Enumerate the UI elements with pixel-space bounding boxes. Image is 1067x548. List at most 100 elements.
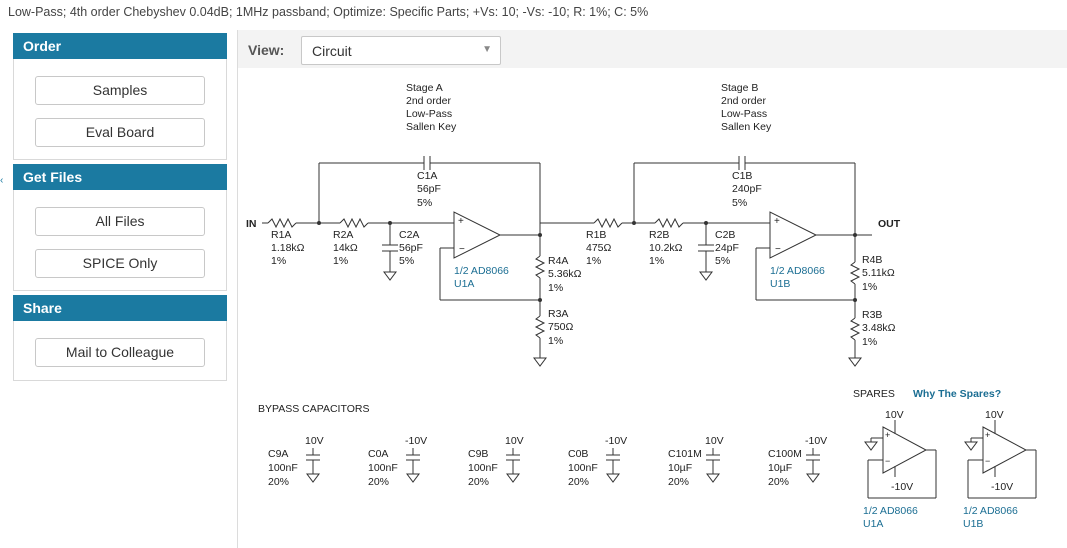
- svg-text:1%: 1%: [862, 336, 877, 348]
- svg-text:Low-Pass: Low-Pass: [406, 108, 452, 120]
- svg-text:1.18kΩ: 1.18kΩ: [271, 242, 305, 254]
- resistor-r2a: [339, 217, 369, 229]
- resistor-r2b: [654, 217, 684, 229]
- svg-text:2nd order: 2nd order: [721, 95, 766, 107]
- spare-part-label: 1/2 AD8066: [863, 505, 918, 517]
- svg-text:10.2kΩ: 10.2kΩ: [649, 242, 683, 254]
- bypass-label: 10V: [705, 435, 724, 447]
- svg-text:R2A: R2A: [333, 229, 353, 241]
- bypass-label: 10µF: [668, 462, 692, 474]
- r4b-label: R4B 5.11kΩ 1%: [862, 254, 895, 293]
- resistor-r4a: [534, 255, 546, 279]
- bypass-label: C101M: [668, 448, 702, 460]
- why-the-spares-link[interactable]: Why The Spares?: [913, 388, 1001, 400]
- spare-vpos-label: 10V: [885, 409, 904, 421]
- svg-text:R1A: R1A: [271, 229, 291, 241]
- svg-text:Stage B: Stage B: [721, 82, 758, 94]
- bypass-label: 10µF: [768, 462, 792, 474]
- view-label: View:: [248, 42, 285, 58]
- spare-part-label: 1/2 AD8066: [963, 505, 1018, 517]
- svg-text:R1B: R1B: [586, 229, 606, 241]
- resistor-r4b: [849, 261, 861, 285]
- order-panel: Order Samples Eval Board: [13, 33, 227, 160]
- bypass-capacitor: -10V C0B 100nF 20%: [568, 435, 627, 488]
- bypass-label: -10V: [805, 435, 827, 447]
- capacitor-c2b: [698, 244, 714, 252]
- svg-text:5%: 5%: [732, 197, 747, 209]
- bypass-label: 100nF: [568, 462, 598, 474]
- svg-text:1%: 1%: [271, 255, 286, 267]
- svg-text:−: −: [775, 244, 781, 255]
- resistor-r3a: [534, 315, 546, 339]
- bypass-label: 100nF: [468, 462, 498, 474]
- svg-text:C2B: C2B: [715, 229, 735, 241]
- r3a-label: R3A 750Ω 1%: [548, 308, 574, 347]
- capacitor-c2a: [382, 244, 398, 252]
- mail-to-colleague-button[interactable]: Mail to Colleague: [35, 338, 205, 367]
- bypass-title: BYPASS CAPACITORS: [258, 403, 369, 415]
- svg-text:24pF: 24pF: [715, 242, 739, 254]
- svg-text:+: +: [885, 430, 890, 440]
- bypass-label: C0A: [368, 448, 388, 460]
- eval-board-button[interactable]: Eval Board: [35, 118, 205, 147]
- all-files-button[interactable]: All Files: [35, 207, 205, 236]
- svg-text:−: −: [459, 244, 465, 255]
- svg-text:Sallen Key: Sallen Key: [406, 121, 457, 133]
- stage-a-label: Stage A 2nd order Low-Pass Sallen Key: [406, 82, 457, 133]
- view-select-value: Circuit: [312, 43, 352, 59]
- resistor-r3b: [849, 317, 861, 341]
- circuit-schematic: Stage A 2nd order Low-Pass Sallen Key St…: [246, 82, 1037, 530]
- svg-text:Low-Pass: Low-Pass: [721, 108, 767, 120]
- bypass-capacitors: 10V C9A 100nF 20% -10V C0A 100nF 20% 10VC9B100nF…: [268, 435, 827, 488]
- svg-text:14kΩ: 14kΩ: [333, 242, 358, 254]
- svg-text:1%: 1%: [649, 255, 664, 267]
- view-toolbar: View: Circuit ▼: [238, 30, 1067, 68]
- c2a-label: C2A 56pF 5%: [399, 229, 423, 267]
- r1a-label: R1A 1.18kΩ 1%: [271, 229, 305, 267]
- svg-text:R3B: R3B: [862, 309, 882, 321]
- c2b-label: C2B 24pF 5%: [715, 229, 739, 267]
- bypass-label: 20%: [268, 476, 289, 488]
- r3b-label: R3B 3.48kΩ 1%: [862, 309, 896, 348]
- spice-only-button[interactable]: SPICE Only: [35, 249, 205, 278]
- svg-text:U1A: U1A: [454, 278, 474, 290]
- view-select[interactable]: Circuit ▼: [301, 36, 501, 65]
- svg-text:3.48kΩ: 3.48kΩ: [862, 322, 896, 334]
- stage-b-label: Stage B 2nd order Low-Pass Sallen Key: [721, 82, 772, 133]
- bypass-label: -10V: [405, 435, 427, 447]
- capacitor-c1b: [738, 156, 746, 170]
- resistor-r1a: [267, 217, 297, 229]
- svg-text:1%: 1%: [548, 335, 563, 347]
- svg-text:Sallen Key: Sallen Key: [721, 121, 772, 133]
- svg-text:1%: 1%: [548, 282, 563, 294]
- spares-title: SPARES: [853, 388, 895, 400]
- r2a-label: R2A 14kΩ 1%: [333, 229, 358, 267]
- bypass-label: C9A: [268, 448, 288, 460]
- svg-text:Stage A: Stage A: [406, 82, 443, 94]
- svg-text:+: +: [985, 430, 990, 440]
- bypass-label: C100M: [768, 448, 802, 460]
- svg-text:2nd order: 2nd order: [406, 95, 451, 107]
- svg-text:750Ω: 750Ω: [548, 321, 574, 333]
- bypass-label: 10V: [305, 435, 324, 447]
- c1a-label: C1A 56pF 5%: [417, 170, 441, 209]
- svg-text:1/2 AD8066: 1/2 AD8066: [770, 265, 825, 277]
- bypass-label: -10V: [605, 435, 627, 447]
- samples-button[interactable]: Samples: [35, 76, 205, 105]
- bypass-label: 20%: [568, 476, 589, 488]
- svg-text:1%: 1%: [862, 281, 877, 293]
- order-panel-title: Order: [13, 33, 227, 59]
- svg-text:−: −: [885, 456, 890, 466]
- svg-text:5.11kΩ: 5.11kΩ: [862, 267, 895, 279]
- in-label: IN: [246, 218, 257, 230]
- bypass-label: C0B: [568, 448, 588, 460]
- capacitor-c1a: [423, 156, 431, 170]
- get-files-panel-title: Get Files: [13, 164, 227, 190]
- svg-text:56pF: 56pF: [417, 183, 441, 195]
- svg-text:5%: 5%: [715, 255, 730, 267]
- collapse-arrow-icon[interactable]: ‹: [0, 175, 4, 186]
